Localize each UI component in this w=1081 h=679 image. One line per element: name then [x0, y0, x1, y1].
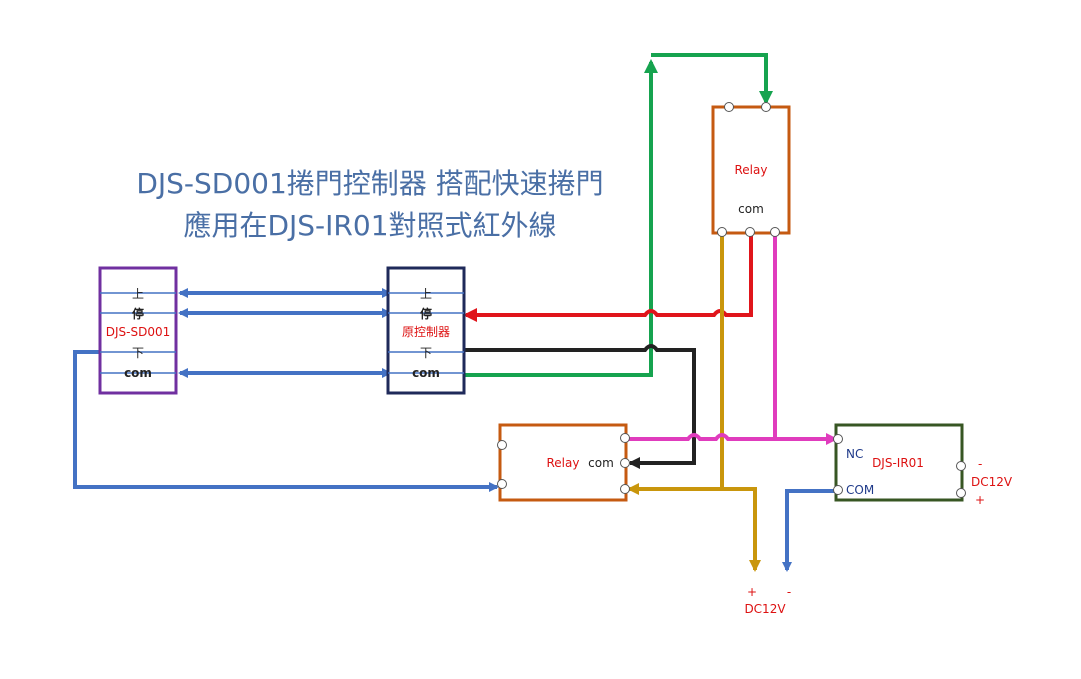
relay-top-name: Relay [735, 163, 768, 177]
diagram-title-line-2: 應用在DJS-IR01對照式紅外線 [183, 209, 557, 242]
relay-top-com: com [738, 202, 764, 216]
magenta-wire [773, 232, 838, 445]
sd001-up-label: 上 [132, 287, 144, 301]
ir01-plus-label: + [975, 493, 985, 507]
djs-sd001-box [98, 266, 178, 395]
orig-stop-label: 停 [420, 306, 432, 321]
orig-com-label: com [412, 366, 440, 380]
power-minus-label: - [787, 585, 791, 599]
djs-ir01-box [833, 423, 966, 502]
black-wire [464, 344, 696, 469]
ir01-com-label: COM [846, 483, 874, 497]
red-wire [463, 232, 753, 322]
orig-name-label: 原控制器 [402, 325, 450, 339]
sd001-name-label: DJS-SD001 [106, 325, 171, 339]
ir01-nc-label: NC [846, 447, 863, 461]
sd001-stop-label: 停 [132, 306, 144, 321]
power-dc-label: DC12V [744, 602, 786, 616]
ir01-minus-label: - [978, 457, 982, 471]
relay-top-box [711, 102, 791, 237]
orig-up-label: 上 [420, 287, 432, 301]
diagram-title-line-1: DJS-SD001捲門控制器 搭配快速捲門 [136, 167, 604, 200]
ir01-name-label: DJS-IR01 [872, 456, 924, 470]
gold-wire [627, 232, 724, 495]
power-plus-label: + [747, 585, 757, 599]
sd001-com-label: com [124, 366, 152, 380]
orig-down-label: 下 [420, 346, 432, 360]
relay-bottom-com: com [588, 456, 614, 470]
sd001-down-label: 下 [132, 346, 144, 360]
blue-wires [73, 288, 838, 572]
green-wire [464, 59, 658, 377]
original-controller-box [386, 266, 466, 395]
relay-bottom-name: Relay [547, 456, 580, 470]
ir01-dc-label: DC12V [971, 475, 1013, 489]
relay-bottom-box [497, 423, 630, 502]
